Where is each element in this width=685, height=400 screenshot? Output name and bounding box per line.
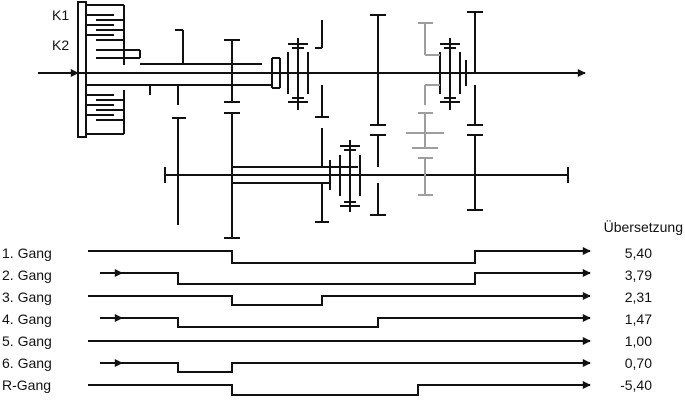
gear-ratio: 3,79 <box>625 267 652 283</box>
gear-row: 3. Gang 2,31 <box>2 289 652 306</box>
gear-name: 4. Gang <box>2 311 52 327</box>
gear-row: 6. Gang 0,70 <box>2 355 652 373</box>
power-flow-line <box>88 292 591 306</box>
layshaft <box>164 166 569 184</box>
gear-table: 1. Gang 5,40 2. Gang 3,79 3. Gang 2,31 4… <box>2 245 652 396</box>
gear-ratio: 5,40 <box>625 245 652 261</box>
gear-ratio: -5,40 <box>620 377 652 393</box>
synchronizer-upper-left <box>271 38 309 110</box>
power-flow-line <box>122 314 591 328</box>
gear-name: R-Gang <box>2 377 51 393</box>
synchronizer-lower <box>329 140 361 212</box>
gear-name: 2. Gang <box>2 267 52 283</box>
gear-row: 4. Gang 1,47 <box>2 311 652 328</box>
power-flow-line <box>88 381 591 396</box>
power-flow-line <box>122 269 591 285</box>
gear-row: R-Gang -5,40 <box>2 377 652 396</box>
clutch-k1-label: K1 <box>52 7 69 23</box>
reverse-gear-set <box>406 22 444 196</box>
power-flow-line <box>88 247 591 264</box>
power-flow-line <box>122 359 591 373</box>
gear-ratio: 1,47 <box>625 311 652 327</box>
synchronizer-upper-right <box>439 38 467 110</box>
gear-name: 1. Gang <box>2 245 52 261</box>
gearbox-diagram <box>38 1 586 239</box>
gear-ratio: 0,70 <box>625 355 652 371</box>
gear-name: 3. Gang <box>2 289 52 305</box>
gear-name: 5. Gang <box>2 333 52 349</box>
gear-row: 2. Gang 3,79 <box>2 267 652 285</box>
gear-ratio: 2,31 <box>625 289 652 305</box>
ratio-header: Übersetzung <box>604 218 683 235</box>
clutch-k2-label: K2 <box>52 37 69 53</box>
gear-name: 6. Gang <box>2 355 52 371</box>
double-clutch <box>77 1 151 138</box>
gear-ratio: 1,00 <box>625 333 652 349</box>
gear-row: 5. Gang 1,00 <box>2 333 652 349</box>
gear-wheels <box>172 11 483 239</box>
gear-row: 1. Gang 5,40 <box>2 245 652 264</box>
